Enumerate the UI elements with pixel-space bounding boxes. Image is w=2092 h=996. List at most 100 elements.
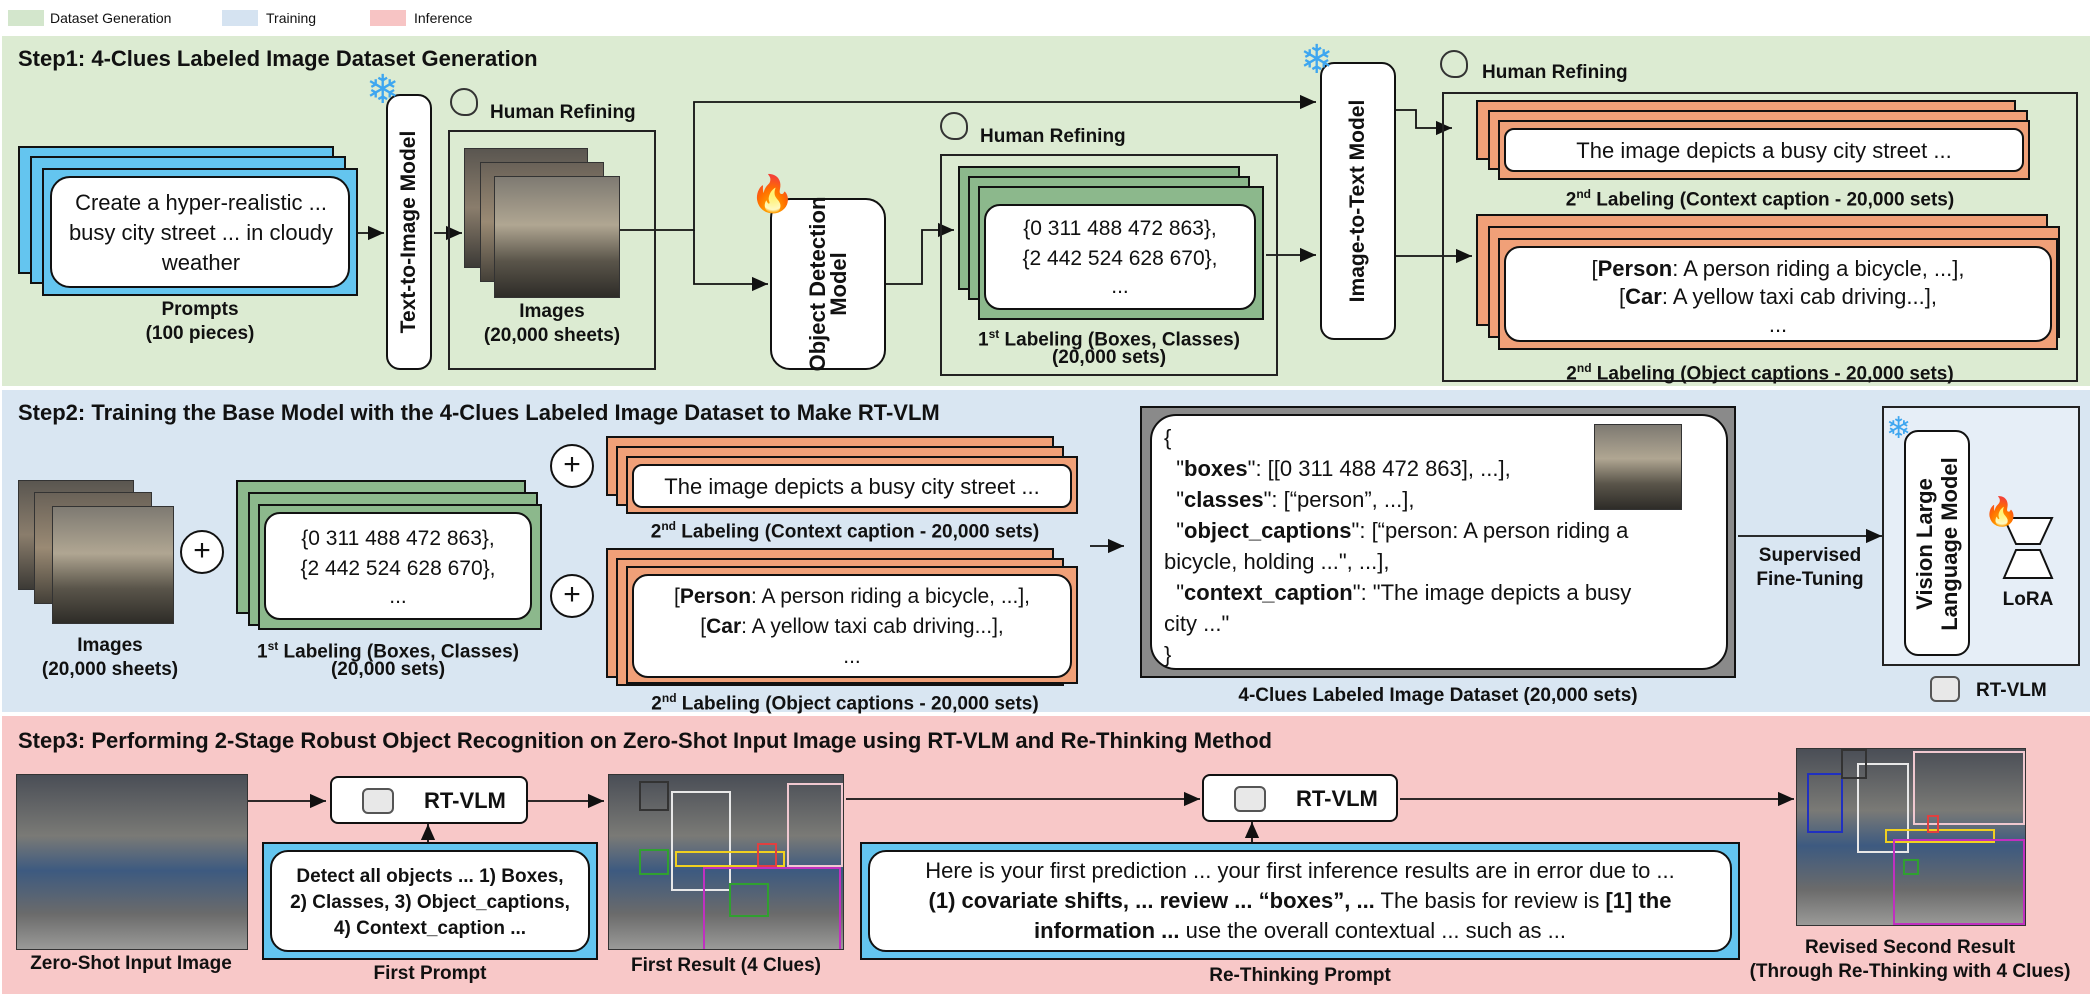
boxes-classes-card: {0 311 488 472 863}, {2 442 524 628 670}… [984,204,1256,310]
vision-language-model-label: Vision Large Language Model [1912,431,1962,657]
json-classes-val: : [“person”, ...], [1271,487,1415,512]
detection-box [1857,763,1909,853]
train-objcap-car-desc: : A yellow taxi cab driving...], [741,615,1004,638]
detection-box [1927,815,1939,833]
labeling2-context-label: 2nd Labeling (Context caption - 20,000 s… [1460,182,2060,212]
objcap-person-desc: : A person riding a bicycle, ...], [1672,256,1965,281]
detection-box [757,843,777,867]
text-to-image-model-box [386,94,432,370]
json-ctx-key: context_caption [1184,580,1353,605]
first-prompt-label: First Prompt [373,963,487,984]
training-images-sublabel: (20,000 sheets) [41,659,179,680]
training-images-label: Images [77,635,143,656]
prompts-label: Prompts [161,299,239,320]
fire-icon: 🔥 [1984,496,2019,527]
train-boxes-classes-card: {0 311 488 472 863}, {2 442 524 628 670}… [264,512,532,620]
objcap-car: Car [1625,284,1662,309]
json-objcap-val: : [“person: A person riding a [1359,518,1629,543]
first-prompt-line2: 2) Classes, 3) Object_captions, [290,892,570,913]
human-refining-head-icon [940,112,968,140]
boxes-line1: {0 311 488 472 863}, [1023,217,1217,240]
json-objcap-cont: bicycle, holding ...", ...], [1164,549,1390,574]
train-objcap-person-desc: : A person riding a bicycle, ...], [751,585,1031,608]
step2-title: Step2: Training the Base Model with the … [18,400,940,425]
labeling2c-text: Labeling (Context caption - 20,000 sets) [1591,189,1955,211]
rethink-line3-bold: information ... [1034,918,1180,943]
train-labeling2o-num: 2 [651,693,662,715]
legend-label-dataset-generation: Dataset Generation [50,10,172,26]
boxes-line3: ... [1111,275,1129,298]
plus-symbol: + [193,534,211,567]
text-to-image-model-label: Text-to-Image Model [397,130,420,334]
sft-label-line2: Fine-Tuning [1756,569,1864,590]
images-label: Images [519,301,585,322]
snowflake-icon: ❄ [366,68,400,112]
train-boxes-line2: {2 442 524 628 670}, [300,557,496,580]
labeling2o-sup: nd [1576,361,1592,375]
legend-swatch-inference [370,10,406,26]
boxes-line2: {2 442 524 628 670}, [1022,247,1218,270]
training-image-front [52,506,174,624]
detection-box [703,867,841,949]
first-prompt-line3: 4) Context_caption ... [333,918,527,939]
objcap-car-desc: : A yellow taxi cab driving...], [1661,284,1937,309]
objcap-line2: [Car: A yellow taxi cab driving...], [1619,284,1937,309]
robot-icon [1930,676,1960,702]
revised-label-line1: Revised Second Result [1804,937,2016,958]
train-labeling1-text: Labeling (Boxes, Classes) [278,641,519,663]
revised-label-line2: (Through Re-Thinking with 4 Clues) [1749,961,2071,982]
json-ctx-cont: city ..." [1164,611,1230,636]
rtvlm-label-2: RT-VLM [1296,786,1378,811]
generated-image-front [494,176,620,298]
json-objcap: "object_captions": [“person: A person ri… [1164,518,1629,543]
vlm-line1: Vision Large [1912,478,1937,610]
train-boxes-line3: ... [389,585,407,608]
labeling1-text: Labeling (Boxes, Classes) [999,329,1240,351]
prompt-text: Create a hyper-realistic ... busy city s… [68,190,334,275]
prompts-sublabel: (100 pieces) [145,323,255,344]
rtvlm-box-1: RT-VLM [330,776,528,824]
image-to-text-model-box [1320,62,1396,340]
robot-icon [1234,786,1266,812]
rethinking-prompt-label: Re-Thinking Prompt [1209,965,1391,986]
json-ctx: "context_caption": "The image depicts a … [1164,580,1632,605]
train-labeling1-sublabel: (20,000 sets) [330,659,446,680]
train-labeling2-objects-label: 2nd Labeling (Object captions - 20,000 s… [580,686,1110,716]
train-labeling2c-text: Labeling (Context caption - 20,000 sets) [676,521,1040,543]
plus-icon: + [180,530,224,574]
labeling2c-num: 2 [1565,189,1577,211]
train-objcap-line1: [Person: A person riding a bicycle, ...]… [673,585,1031,608]
detection-box [639,781,669,811]
first-result-image [608,774,844,950]
rtvlm-box-2: RT-VLM [1202,774,1398,822]
json-boxes-val: : [[0 311 488 472 863], ...], [1255,456,1511,481]
legend-swatch-dataset-generation [8,10,44,26]
train-labeling2c-sup: nd [661,519,677,533]
rtvlm-label: RT-VLM [1976,680,2047,701]
rtvlm-label-1: RT-VLM [424,788,506,813]
zero-shot-input-image [16,774,248,950]
labeling2-objects-label: 2nd Labeling (Object captions - 20,000 s… [1460,356,2060,386]
human-refining-head-icon [450,88,478,116]
detection-box [671,791,731,891]
json-text: { "boxes": [[0 311 488 472 863], ...], "… [1164,422,1724,670]
labeling2o-num: 2 [1566,363,1577,385]
train-object-captions-card: [Person: A person riding a bicycle, ...]… [632,574,1072,678]
rethinking-prompt-card: Here is your first prediction ... your f… [868,850,1732,952]
json-classes: "classes": [“person”, ...], [1164,487,1415,512]
context-caption-card: The image depicts a busy city street ... [1504,128,2024,172]
lora-icon [2002,517,2054,579]
context-caption-text: The image depicts a busy city street ... [1576,138,1952,163]
detection-box [1893,839,2025,925]
detection-box [1903,859,1919,875]
first-prompt-card: Detect all objects ... 1) Boxes, 2) Clas… [270,850,590,952]
revised-result-image [1796,748,2026,926]
prompt-card: Create a hyper-realistic ... busy city s… [50,176,350,288]
objcap-line1: [Person: A person riding a bicycle, ...]… [1591,256,1965,281]
train-context-caption-card: The image depicts a busy city street ... [632,464,1072,508]
human-refining-head-icon [1440,50,1468,78]
human-refining-label: Human Refining [980,126,1126,147]
rethink-line3: information ... use the overall contextu… [870,916,1730,946]
train-labeling1-label: 1st Labeling (Boxes, Classes) [228,634,548,664]
json-close: } [1164,642,1172,667]
